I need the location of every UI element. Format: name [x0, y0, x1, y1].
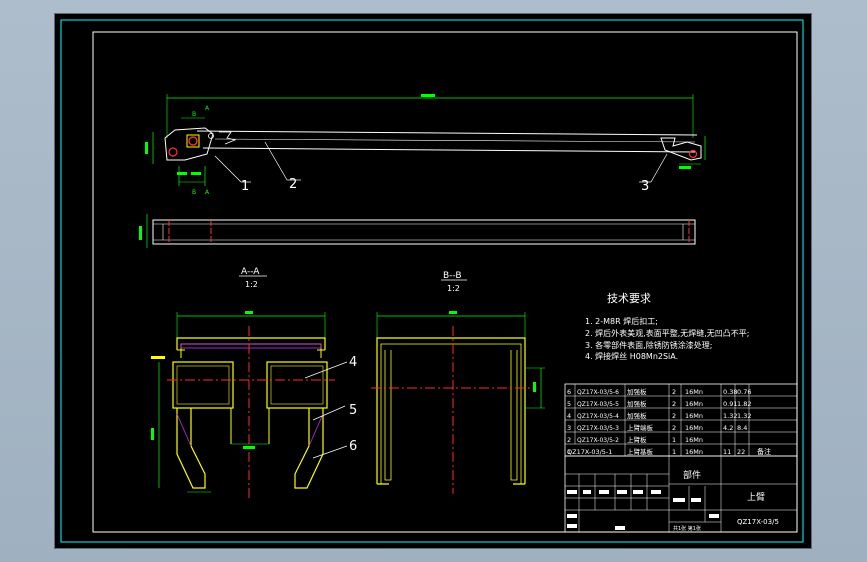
right-pin-hole [688, 149, 698, 159]
parts-cell-material: 16Mn [685, 388, 703, 396]
parts-cell-code: QZ17X-03/5-5 [577, 401, 619, 408]
left-pin-hole [168, 147, 178, 157]
parts-cell-index: 3 [567, 424, 571, 432]
balloon-3: 3 [641, 179, 649, 194]
inner-border [92, 31, 798, 533]
parts-cell-name: 上臂基板 [627, 447, 654, 456]
parts-cell-index: 4 [567, 412, 571, 420]
parts-cell-w1: 11 [723, 448, 731, 456]
title-drawing-number: QZ17X-03/5 [737, 518, 779, 526]
section-b-b: B--B 1:2 [371, 271, 545, 494]
elevation-view: B B A A 1 2 3 [145, 94, 706, 196]
title-name: 上臂 [747, 491, 765, 503]
balloon-5: 5 [349, 403, 357, 418]
parts-cell-index: 6 [567, 388, 571, 396]
right-lug [660, 137, 702, 161]
parts-cell-index: 1 [567, 448, 571, 456]
parts-cell-qty: 2 [672, 412, 676, 420]
parts-cell-name: 加强板 [627, 387, 647, 396]
parts-cell-qty: 2 [672, 424, 676, 432]
parts-cell-code: QZ17X-03/5-4 [577, 413, 619, 420]
title-part-label: 部件 [683, 469, 701, 481]
parts-cell-material: 16Mn [685, 412, 703, 420]
section-bb-scale: 1:2 [447, 284, 460, 293]
parts-cell-w1: 0.38 [723, 388, 737, 396]
parts-cell-index: 5 [567, 400, 571, 408]
tech-req-item-1: 1. 2-M8R 焊后扣工; [585, 316, 658, 326]
parts-cell-material: 16Mn [685, 424, 703, 432]
parts-cell-code: QZ17X-03/5-6 [577, 389, 619, 396]
parts-cell-index: 2 [567, 436, 571, 444]
balloon-6: 6 [349, 439, 357, 454]
title-sheet-info: 共1张 第1张 [673, 525, 701, 532]
parts-cell-code: QZ17X-03/5-2 [577, 437, 619, 444]
parts-cell-material: 16Mn [685, 448, 703, 456]
balloon-2: 2 [289, 177, 297, 192]
parts-cell-name: 上臂端板 [627, 423, 654, 432]
tech-req-heading: 技术要求 [607, 292, 651, 305]
tech-req-item-4: 4. 焊接焊丝 H08Mn2SiA. [585, 351, 678, 361]
parts-cell-qty: 2 [672, 400, 676, 408]
parts-cell-w2: 8.4 [737, 424, 747, 432]
parts-cell-qty: 1 [672, 448, 676, 456]
tech-req-item-2: 2. 焊后外表美观,表面平整,无焊缝,无凹凸不平; [585, 328, 750, 338]
outer-border [60, 19, 804, 543]
parts-cell-name: 上臂板 [627, 435, 647, 444]
parts-cell-w2: 1.82 [737, 400, 751, 408]
technical-requirements: 技术要求 1. 2-M8R 焊后扣工; 2. 焊后外表美观,表面平整,无焊缝,无… [585, 292, 750, 361]
left-lug [164, 127, 214, 161]
parts-cell-name: 加强板 [627, 399, 647, 408]
balloon-1: 1 [241, 179, 249, 194]
section-aa-title: A--A [241, 267, 260, 277]
parts-cell-w2: 0.76 [737, 388, 751, 396]
technical-drawing: B B A A 1 2 3 A--A 1:2 [60, 19, 804, 543]
parts-cell-qty: 2 [672, 388, 676, 396]
parts-cell-w1: 0.91 [723, 400, 737, 408]
balloon-4: 4 [349, 355, 357, 370]
parts-cell-w2: 1.32 [737, 412, 751, 420]
parts-remark-label: 备注 [757, 447, 771, 456]
plan-view [139, 214, 696, 248]
overall-dimension-text [421, 94, 435, 97]
parts-cell-name: 加强板 [627, 411, 647, 420]
parts-cell-w1: 1.32 [723, 412, 737, 420]
cut-marker-b-bottom: B [192, 189, 196, 196]
parts-header-code: QZ17X-03/5-1 [567, 448, 612, 456]
parts-cell-material: 16Mn [685, 436, 703, 444]
cut-marker-a-top: A [205, 105, 210, 112]
title-block: 部件 上臂 QZ17X-03/5 共1张 第1张 [564, 455, 798, 533]
cad-viewport[interactable]: B B A A 1 2 3 A--A 1:2 [54, 13, 812, 549]
section-bb-title: B--B [443, 271, 462, 281]
parts-cell-w1: 4.2 [723, 424, 733, 432]
section-a-a: A--A 1:2 [151, 267, 357, 498]
cut-marker-b-top: B [192, 111, 196, 118]
parts-cell-qty: 1 [672, 436, 676, 444]
section-aa-scale: 1:2 [245, 280, 258, 289]
parts-cell-code: QZ17X-03/5-3 [577, 425, 619, 432]
parts-cell-w2: 22 [737, 448, 745, 456]
cut-marker-a-bottom: A [205, 189, 210, 196]
parts-cell-material: 16Mn [685, 400, 703, 408]
tech-req-item-3: 3. 各零部件表面,除锈防锈涂漆处理; [585, 340, 712, 350]
